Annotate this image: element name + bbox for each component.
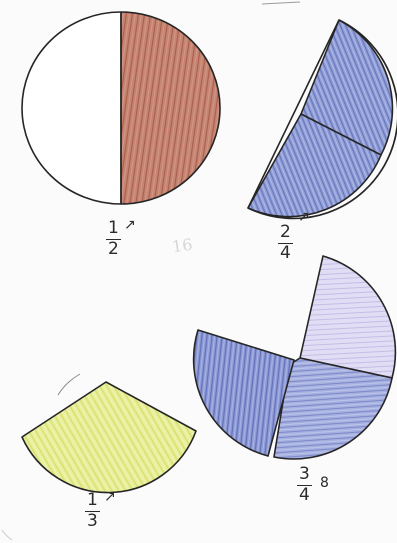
arrow-mark: ↗ (104, 490, 116, 504)
smudge (2, 530, 12, 540)
label-three-quarters-numerator: 3 (297, 466, 312, 483)
label-two-quarters-denominator: 4 (278, 245, 293, 262)
label-one-half-denominator: 2 (106, 241, 121, 258)
arrow-mark: ↗ (124, 218, 136, 232)
half-circle-shaded (121, 12, 220, 204)
label-two-quarters: 2 4 (278, 224, 293, 262)
label-three-quarters: 3 4 (297, 466, 312, 504)
quarter-top (300, 256, 395, 378)
label-one-half: 1 2 (106, 220, 121, 258)
three-quarters-drawing (194, 256, 396, 459)
third-sector-drawing (22, 374, 196, 493)
label-one-half-numerator: 1 (106, 220, 121, 237)
two-quarters-drawing (248, 20, 397, 218)
half-circle-unshaded (22, 12, 121, 204)
scribble-mark: 8 (320, 476, 329, 490)
label-two-quarters-numerator: 2 (278, 224, 293, 241)
label-three-quarters-denominator: 4 (297, 487, 312, 504)
arrow-mark: ↗ (298, 210, 310, 224)
faint-background-text: 16 (171, 235, 194, 257)
label-one-third: 1 3 (85, 492, 100, 530)
label-one-third-denominator: 3 (85, 513, 100, 530)
label-one-third-numerator: 1 (85, 492, 100, 509)
third-sector (22, 382, 196, 493)
top-edge-mark (262, 2, 300, 4)
half-circle-drawing (22, 12, 220, 204)
stray-pencil-stroke (58, 374, 80, 395)
